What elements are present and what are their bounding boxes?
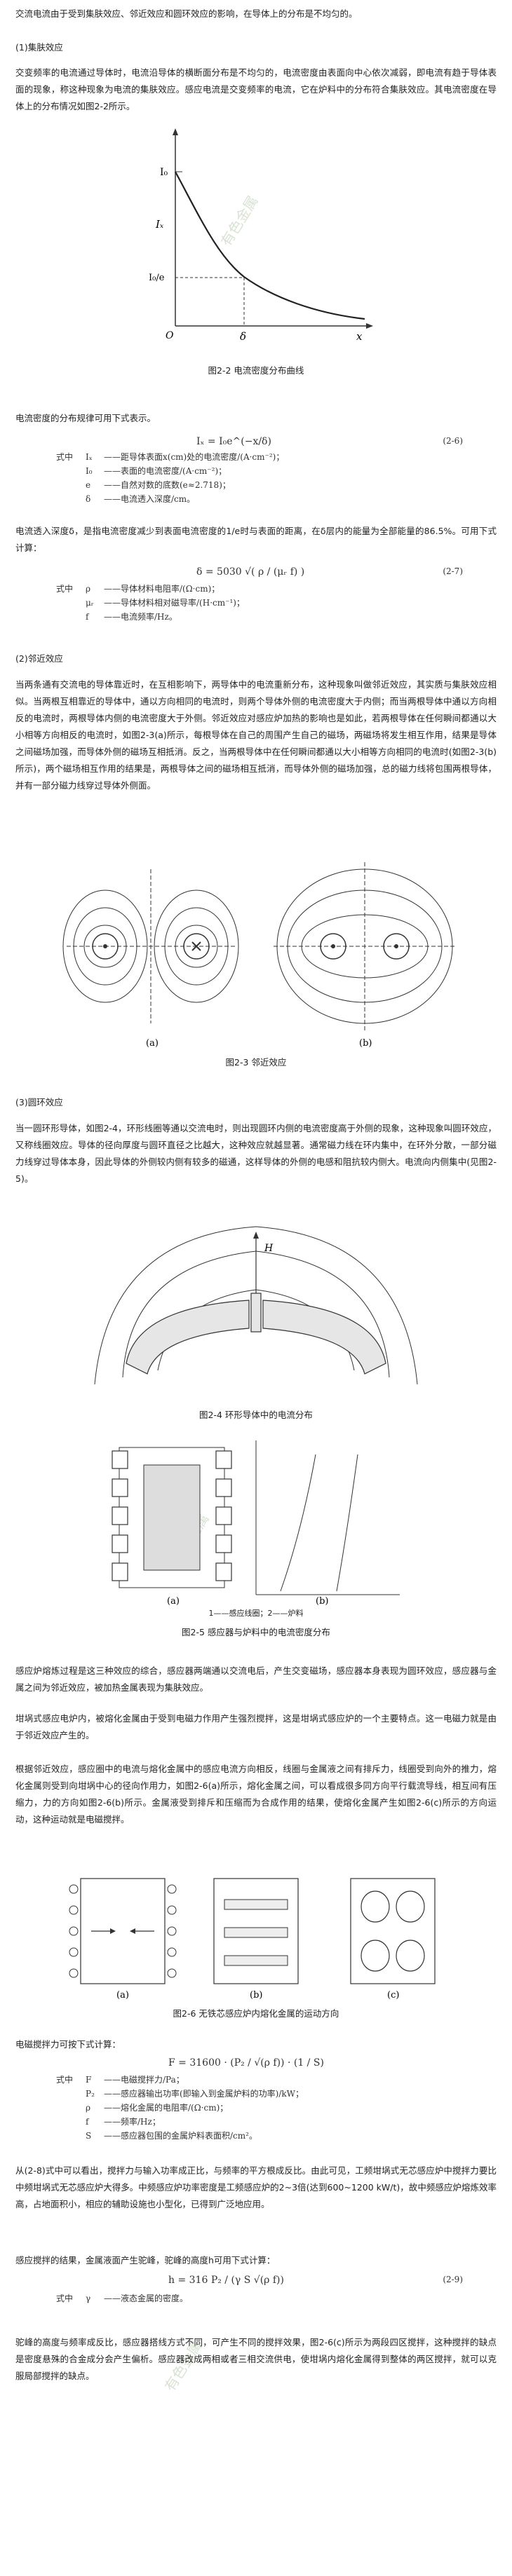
proximity-effect-paragraph: 当两条通有交流电的导体靠近时，在互相影响下，两导体中的电流重新分布，这种现象叫做… bbox=[15, 679, 497, 791]
figure-label-b: (b) bbox=[359, 1038, 372, 1049]
equation-2-9-main: h = 316 P₂ / (γ S √(ρ f)) bbox=[168, 2275, 284, 2286]
axis-label-i0: I₀ bbox=[160, 167, 168, 178]
penetration-depth-paragraph: 电流透入深度δ，是指电流密度减少到表面电流密度的1/e时与表面的距离，在δ层内的… bbox=[15, 526, 497, 553]
var-desc: ——熔化金属的电阻率/(Ω·cm)； bbox=[104, 2103, 229, 2113]
figure-label-a: (a) bbox=[146, 1038, 159, 1049]
axis-origin-label: O bbox=[166, 330, 174, 341]
equation-2-7-main: δ = 5030 √( ρ / (μᵣ f) ) bbox=[196, 566, 305, 578]
ring-effect-paragraph: 当一圆环形导体，如图2-4，环形线圈等通以交流电时，则出现圆环内侧的电流密度高于… bbox=[15, 1123, 497, 1184]
equation-2-8-main: F = 31600 · (P₂ / √(ρ f)) · (1 / S) bbox=[168, 2057, 324, 2069]
figure-2-5-legend: 1——感应线圈；2——炉料 bbox=[208, 1609, 304, 1618]
var-symbol: I₀ bbox=[86, 466, 93, 476]
equation-2-7-number: (2-7) bbox=[443, 566, 463, 576]
figure-2-3-caption: 图2-3 邻近效应 bbox=[225, 1057, 287, 1068]
section-title-ring-effect: (3)圆环效应 bbox=[15, 1097, 63, 1108]
figure-label-b: (b) bbox=[316, 1596, 328, 1607]
distribution-law-paragraph: 电流密度的分布规律可用下式表示。 bbox=[15, 413, 156, 423]
var-desc: ——电流透入深度/cm。 bbox=[104, 494, 196, 504]
figure-2-2-caption: 图2-2 电流密度分布曲线 bbox=[208, 365, 304, 376]
var-desc: ——频率/Hz； bbox=[104, 2117, 161, 2127]
equation-2-6-number: (2-6) bbox=[443, 436, 463, 446]
figure-label-b: (b) bbox=[250, 1990, 262, 2001]
equation-2-6: Iₓ = I₀e^(−x/δ) (2-6) 式中 Iₓ ——距导体表面x(cm)处的… bbox=[56, 436, 477, 513]
var-symbol: ρ bbox=[86, 2103, 91, 2113]
axis-label-delta: δ bbox=[240, 330, 246, 343]
skin-effect-paragraph: 交变频率的电流通过导体时，电流沿导体的横断面分布是不均匀的，电流密度由表面向中心… bbox=[15, 67, 497, 111]
hump-height-intro: 感应搅拌的结果，金属液面产生驼峰，驼峰的高度h可用下式计算： bbox=[15, 2255, 276, 2265]
var-symbol: f bbox=[86, 2117, 89, 2127]
var-symbol: P₂ bbox=[86, 2089, 95, 2099]
axis-label-ix: Iₓ bbox=[155, 218, 164, 231]
var-desc: ——电磁搅拌力/Pa； bbox=[104, 2075, 184, 2085]
ring-conductor-figure: H bbox=[94, 1226, 418, 1385]
var-desc: ——距导体表面x(cm)处的电流密度/(A·cm⁻²)； bbox=[104, 452, 285, 462]
current-density-curve-figure: I₀ Iₓ I₀/e O δ x bbox=[149, 128, 373, 343]
figure-label-c: (c) bbox=[387, 1990, 399, 2001]
equation-2-8: F = 31600 · (P₂ / √(ρ f)) · (1 / S) 式中 F —… bbox=[56, 2057, 477, 2152]
equation-2-7: δ = 5030 √( ρ / (μᵣ f) ) (2-7) 式中 ρ ——导体材料… bbox=[56, 566, 477, 636]
intro-paragraph: 交流电流由于受到集肤效应、邻近效应和圆环效应的影响，在导体上的分布是不均匀的。 bbox=[15, 8, 358, 19]
field-label-h: H bbox=[264, 1243, 274, 1254]
var-desc: ——导体材料相对磁导率/(H·cm⁻¹)； bbox=[104, 598, 245, 608]
var-desc: ——自然对数的底数(e≈2.718)； bbox=[104, 480, 231, 490]
combined-effects-paragraph: 感应炉熔炼过程是这三种效应的综合，感应器两端通以交流电后，产生交变磁场，感应器本… bbox=[15, 1665, 497, 1693]
equation-2-6-main: Iₓ = I₀e^(−x/δ) bbox=[196, 436, 271, 447]
figure-2-5-caption: 图2-5 感应器与炉料中的电流密度分布 bbox=[182, 1627, 330, 1637]
section-title-skin-effect: (1)集肤效应 bbox=[15, 42, 63, 53]
inductor-charge-figure: (a) (b) bbox=[112, 1440, 400, 1607]
var-symbol: S bbox=[86, 2131, 92, 2141]
figure-label-a: (a) bbox=[167, 1596, 180, 1607]
var-symbol: Iₓ bbox=[86, 452, 93, 462]
var-desc: ——液态金属的密度。 bbox=[104, 2294, 189, 2303]
axis-label-i0e: I₀/e bbox=[149, 273, 165, 283]
section-title-proximity-effect: (2)邻近效应 bbox=[15, 653, 63, 664]
molten-metal-motion-figure: (a) (b) (c) bbox=[69, 1878, 436, 2001]
var-symbol: μᵣ bbox=[86, 598, 94, 608]
var-desc: ——电流频率/Hz。 bbox=[104, 612, 177, 622]
where-label: 式中 bbox=[56, 584, 74, 594]
var-symbol: ρ bbox=[86, 584, 91, 594]
var-symbol: γ bbox=[86, 2294, 91, 2303]
var-symbol: f bbox=[86, 612, 89, 622]
where-label: 式中 bbox=[56, 2075, 74, 2085]
where-label: 式中 bbox=[56, 452, 74, 462]
equation-2-9: h = 316 P₂ / (γ S √(ρ f)) (2-9) 式中 γ ——液态金… bbox=[56, 2275, 477, 2327]
stirring-mechanism-paragraph: 根据邻近效应，感应圈中的电流与熔化金属中的感应电流方向相反，线圈与金属液之间有排… bbox=[15, 1764, 497, 1825]
var-symbol: F bbox=[86, 2075, 92, 2085]
var-desc: ——感应器包围的金属炉料表面积/cm²。 bbox=[104, 2131, 257, 2141]
stirring-force-intro: 电磁搅拌力可按下式计算： bbox=[15, 2039, 121, 2050]
stirring-comparison-paragraph: 从(2-8)式中可以看出，搅拌力与输入功率成正比，与频率的平方根成反比。由此可见… bbox=[15, 2165, 497, 2209]
figure-2-6-caption: 图2-6 无铁芯感应炉内熔化金属的运动方向 bbox=[173, 2008, 339, 2019]
var-symbol: e bbox=[86, 480, 91, 490]
where-label: 式中 bbox=[56, 2294, 74, 2303]
var-desc: ——表面的电流密度/(A·cm⁻²)； bbox=[104, 466, 227, 476]
var-desc: ——感应器输出功率(即输入到金属炉料的功率)/kW； bbox=[104, 2089, 304, 2099]
var-symbol: δ bbox=[86, 494, 91, 504]
proximity-effect-figure: (a) (b) bbox=[62, 862, 456, 1049]
axis-label-x: x bbox=[356, 330, 363, 343]
equation-2-9-number: (2-9) bbox=[443, 2275, 463, 2284]
stirring-intro-paragraph: 坩埚式感应电炉内，被熔化金属由于受到电磁力作用产生强烈搅拌，这是坩埚式感应炉的一… bbox=[15, 1713, 497, 1740]
var-desc: ——导体材料电阻率/(Ω·cm)； bbox=[104, 584, 220, 594]
hump-frequency-paragraph: 驼峰的高度与频率成反比，感应器搭线方式不同，可产生不同的搅拌效果，图2-6(c)… bbox=[15, 2337, 497, 2381]
figure-label-a: (a) bbox=[116, 1990, 129, 2001]
figure-2-4-caption: 图2-4 环形导体中的电流分布 bbox=[199, 1410, 313, 1420]
